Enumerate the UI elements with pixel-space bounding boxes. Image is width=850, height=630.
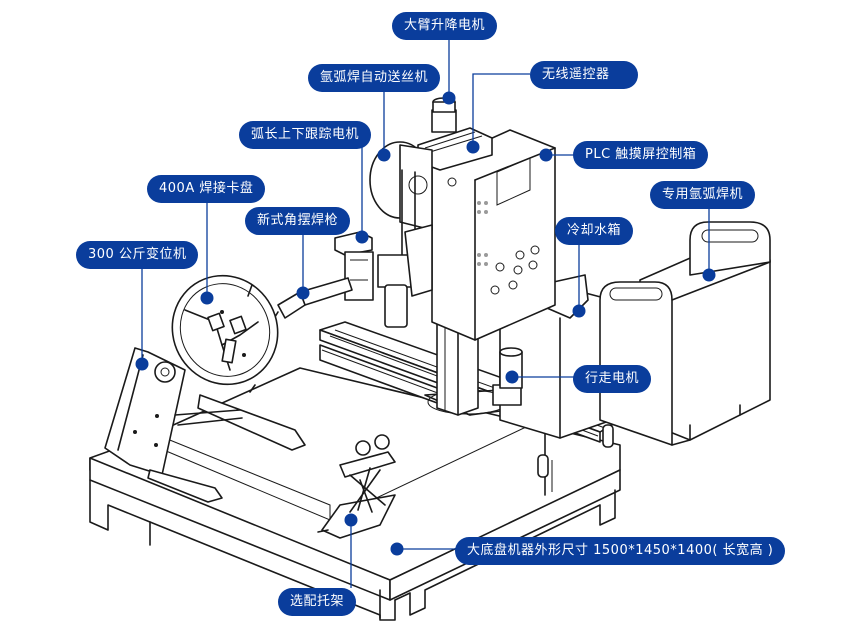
anchor-dot-support xyxy=(344,513,358,527)
anchor-dot-plc-box xyxy=(539,148,553,162)
callout-positioner: 300 公斤变位机 xyxy=(76,241,199,269)
torch-head-drawing xyxy=(269,224,433,328)
anchor-dot-welder xyxy=(702,268,716,282)
callout-welder: 专用氩弧焊机 xyxy=(650,181,756,209)
anchor-dot-torch xyxy=(296,286,310,300)
callout-arc-tracking-motor: 弧长上下跟踪电机 xyxy=(239,121,372,149)
anchor-dot-wire-feeder xyxy=(377,148,391,162)
leader-wireless-remote xyxy=(472,73,530,147)
callout-wireless-remote: 无线遥控器 xyxy=(530,61,638,89)
callout-wire-feeder: 氩弧焊自动送丝机 xyxy=(308,64,441,92)
callout-plc-box: PLC 触摸屏控制箱 xyxy=(573,141,709,169)
callout-support: 选配托架 xyxy=(278,588,357,616)
callout-torch: 新式角摆焊枪 xyxy=(245,207,351,235)
anchor-dot-arm-lift-motor xyxy=(442,91,456,105)
anchor-dot-wireless-remote xyxy=(466,140,480,154)
anchor-dot-arc-tracking-motor xyxy=(355,230,369,244)
support-stand-drawing xyxy=(317,434,396,539)
callout-base: 大底盘机器外形尺寸 1500*1450*1400( 长宽高 ) xyxy=(455,537,786,565)
callout-arm-lift-motor: 大臂升降电机 xyxy=(392,12,498,40)
anchor-dot-chuck xyxy=(200,291,214,305)
welder-drawing xyxy=(599,221,771,446)
travel-motor-drawing xyxy=(492,347,523,406)
anchor-dot-positioner xyxy=(135,357,149,371)
callout-chuck: 400A 焊接卡盘 xyxy=(147,175,266,203)
anchor-dot-travel-motor xyxy=(505,370,519,384)
positioner-drawing xyxy=(104,274,306,503)
anchor-dot-cooling-tank xyxy=(572,304,586,318)
callout-travel-motor: 行走电机 xyxy=(573,365,652,393)
callout-cooling-tank: 冷却水箱 xyxy=(555,217,634,245)
anchor-dot-base xyxy=(390,542,404,556)
